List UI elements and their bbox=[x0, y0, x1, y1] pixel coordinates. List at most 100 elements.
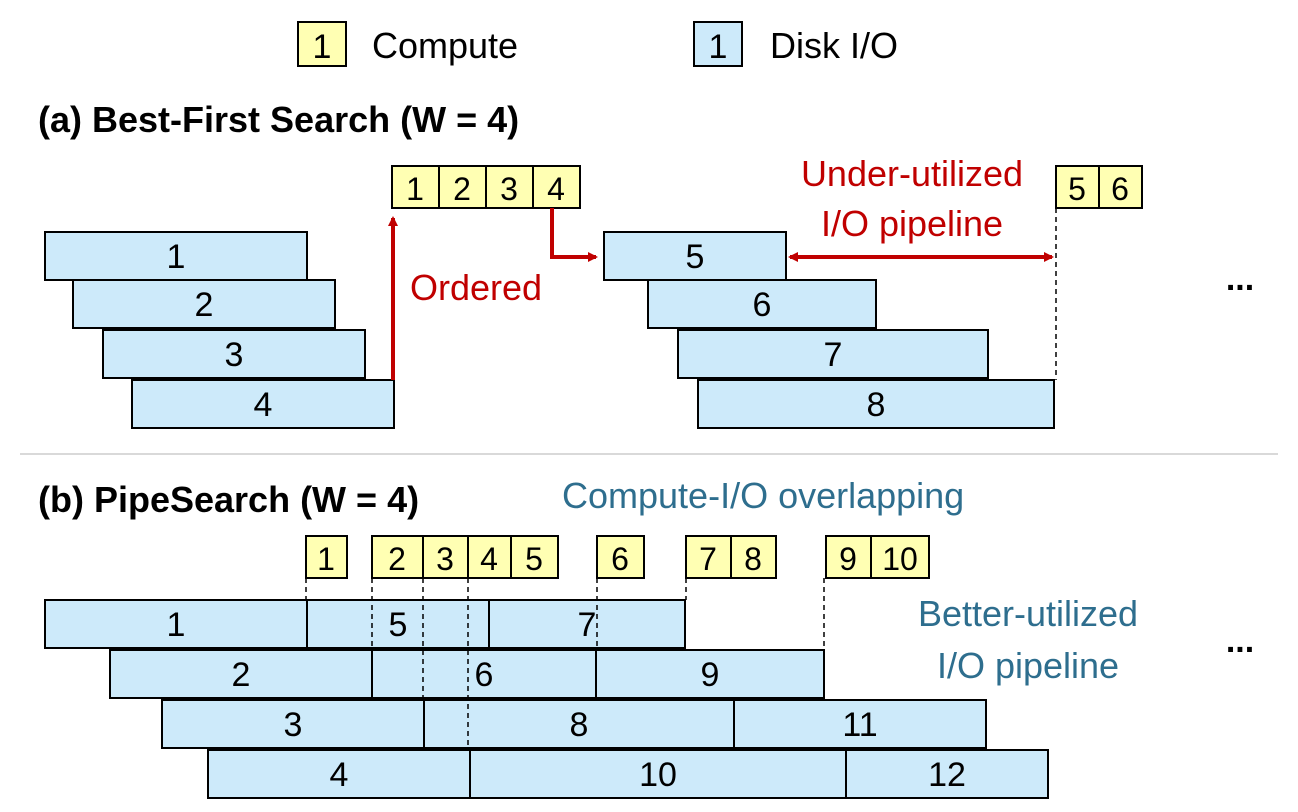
io-bar bbox=[102, 329, 366, 379]
io-bar bbox=[44, 599, 308, 649]
io-bar bbox=[697, 379, 1055, 429]
compute-box-label: 2 bbox=[388, 541, 406, 577]
io-bar-label: 8 bbox=[570, 706, 589, 744]
compute-box-label: 1 bbox=[406, 171, 424, 207]
io-bar-label: 2 bbox=[232, 656, 251, 694]
compute-box bbox=[510, 535, 559, 579]
io-bar-label: 6 bbox=[753, 286, 772, 324]
io-bar-label: 7 bbox=[578, 606, 597, 644]
compute-box-label: 3 bbox=[436, 541, 454, 577]
io-bar bbox=[109, 649, 373, 699]
panel-b-dashed-guides bbox=[305, 578, 825, 750]
compute-box bbox=[730, 535, 777, 579]
compute-box-label: 1 bbox=[317, 541, 335, 577]
io-bar bbox=[423, 699, 735, 749]
io-bar-label: 1 bbox=[167, 606, 186, 644]
compute-box bbox=[485, 165, 534, 209]
legend-disk-io-label: Disk I/O bbox=[770, 25, 898, 66]
io-bar-label: 4 bbox=[330, 756, 349, 794]
io-bar bbox=[161, 699, 425, 749]
compute-box bbox=[685, 535, 732, 579]
panel-a: (a) Best-First Search (W = 4) 1 2 3 4 5 … bbox=[38, 99, 1254, 429]
io-bar bbox=[733, 699, 987, 749]
better-utilized-label-line2: I/O pipeline bbox=[937, 645, 1119, 686]
compute-box-label: 6 bbox=[1111, 171, 1129, 207]
compute-box bbox=[870, 535, 930, 579]
underutilized-label-line1: Under-utilized bbox=[801, 153, 1023, 194]
panel-b-io-row-1: 1 5 7 bbox=[44, 599, 686, 649]
io-bar-label: 12 bbox=[928, 756, 966, 794]
legend-compute: 1 Compute bbox=[297, 21, 518, 67]
io-bar-label: 3 bbox=[284, 706, 303, 744]
panel-b-compute-boxes: 1 2 3 4 5 6 7 8 9 10 bbox=[305, 535, 930, 579]
io-bar-label: 1 bbox=[167, 238, 186, 276]
panel-a-compute-group-1: 1 2 3 4 bbox=[391, 165, 581, 209]
panel-a-ellipsis: ... bbox=[1226, 260, 1254, 298]
legend: 1 Compute 1 Disk I/O bbox=[297, 21, 898, 67]
io-bar-label: 5 bbox=[389, 606, 408, 644]
io-bar bbox=[677, 329, 989, 379]
panel-a-io-batch-2: 5 6 7 8 bbox=[603, 231, 1055, 429]
io-bar bbox=[595, 649, 825, 699]
compute-box bbox=[422, 535, 469, 579]
compute-box bbox=[305, 535, 348, 579]
io-bar-label: 9 bbox=[701, 656, 720, 694]
io-bar-label: 3 bbox=[225, 336, 244, 374]
io-bar bbox=[72, 279, 336, 329]
compute-box-label: 2 bbox=[453, 171, 471, 207]
legend-disk-io-swatch bbox=[693, 21, 743, 67]
compute-box bbox=[1098, 165, 1143, 209]
io-bar bbox=[845, 749, 1049, 799]
legend-disk-io-sample: 1 bbox=[709, 28, 728, 66]
compute-box-label: 3 bbox=[500, 171, 518, 207]
compute-box bbox=[596, 535, 645, 579]
io-bar-label: 7 bbox=[824, 336, 843, 374]
better-utilized-label-line1: Better-utilized bbox=[918, 593, 1138, 634]
io-bar bbox=[488, 599, 686, 649]
io-bar bbox=[371, 649, 597, 699]
legend-compute-swatch bbox=[297, 21, 347, 67]
overlap-label: Compute-I/O overlapping bbox=[562, 475, 964, 516]
legend-compute-label: Compute bbox=[372, 25, 518, 66]
compute-box-label: 5 bbox=[1068, 171, 1086, 207]
panel-b: (b) PipeSearch (W = 4) Compute-I/O overl… bbox=[38, 475, 1254, 799]
panel-b-io-row-4: 4 10 12 bbox=[207, 749, 1049, 799]
compute-box-label: 6 bbox=[611, 541, 629, 577]
underutilized-label-line2: I/O pipeline bbox=[821, 203, 1003, 244]
compute-box bbox=[371, 535, 424, 579]
compute-box-label: 10 bbox=[882, 541, 918, 577]
io-bar bbox=[603, 231, 787, 281]
compute-box bbox=[391, 165, 440, 209]
io-bar-label: 5 bbox=[686, 238, 705, 276]
ordered-label: Ordered bbox=[410, 267, 542, 308]
io-bar bbox=[306, 599, 490, 649]
io-bar-label: 2 bbox=[195, 286, 214, 324]
io-bar bbox=[131, 379, 395, 429]
legend-disk-io: 1 Disk I/O bbox=[693, 21, 898, 67]
panel-a-io-batch-1: 1 2 3 4 bbox=[44, 231, 395, 429]
compute-box-label: 4 bbox=[547, 171, 565, 207]
compute-box-label: 8 bbox=[744, 541, 762, 577]
panel-b-io-row-3: 3 8 11 bbox=[161, 699, 987, 749]
compute-box-label: 4 bbox=[480, 541, 498, 577]
io-bar bbox=[207, 749, 471, 799]
compute-box bbox=[1055, 165, 1100, 209]
io-bar-label: 6 bbox=[475, 656, 494, 694]
io-bar-label: 10 bbox=[639, 756, 677, 794]
compute-box-label: 7 bbox=[699, 541, 717, 577]
io-bar bbox=[647, 279, 877, 329]
panel-a-compute-group-2: 5 6 bbox=[1055, 165, 1143, 209]
panel-b-ellipsis: ... bbox=[1226, 622, 1254, 660]
compute-box bbox=[825, 535, 872, 579]
compute-box-label: 9 bbox=[839, 541, 857, 577]
panel-b-io-row-2: 2 6 9 bbox=[109, 649, 825, 699]
legend-compute-sample: 1 bbox=[313, 28, 332, 66]
panel-a-title: (a) Best-First Search (W = 4) bbox=[38, 99, 519, 140]
ordered-right-arrow bbox=[550, 208, 598, 262]
io-bar-label: 4 bbox=[254, 386, 273, 424]
panel-b-title: (b) PipeSearch (W = 4) bbox=[38, 479, 419, 520]
io-bar-label: 8 bbox=[867, 386, 886, 424]
compute-box-label: 5 bbox=[525, 541, 543, 577]
compute-box bbox=[532, 165, 581, 209]
